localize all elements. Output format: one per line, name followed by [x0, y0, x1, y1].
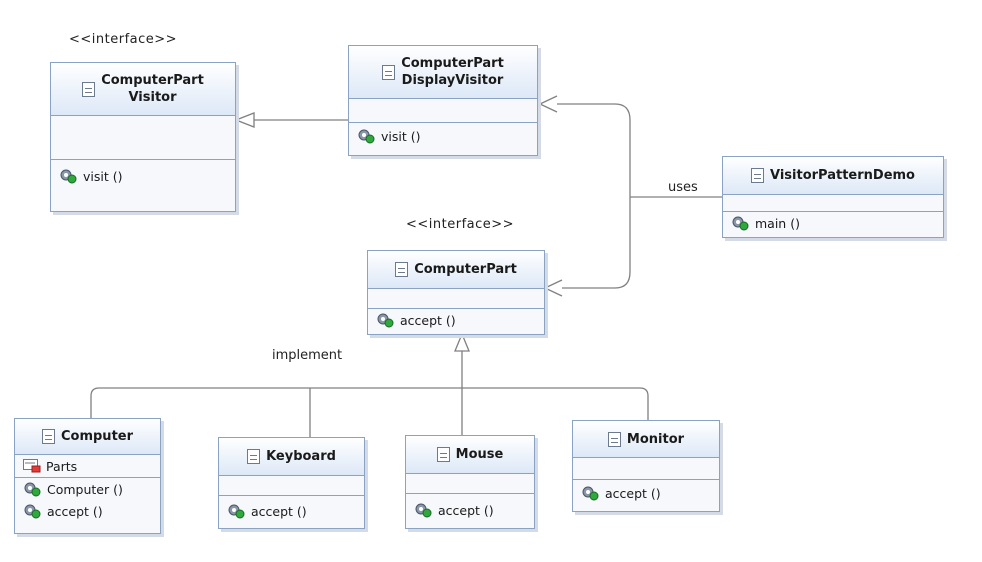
class-header: Keyboard: [219, 438, 364, 476]
class-icon: [82, 81, 96, 97]
attributes-section: [219, 476, 364, 496]
class-icon: [41, 429, 55, 444]
methods-section: accept (): [406, 494, 534, 523]
uses-arrowhead-display-visitor: [538, 95, 558, 113]
attributes-section: [349, 99, 537, 123]
class-header: ComputerPart: [368, 251, 544, 289]
method-row: Computer (): [23, 478, 152, 500]
method-label: main (): [755, 215, 800, 231]
attributes-section: Parts: [15, 455, 160, 478]
method-row: accept (): [414, 499, 526, 521]
class-name: Monitor: [626, 431, 685, 447]
method-gear-icon: [731, 215, 750, 232]
field-icon: [23, 459, 41, 473]
class-icon: [436, 447, 450, 462]
attributes-section: [406, 474, 534, 494]
attribute-label: Parts: [46, 458, 78, 474]
class-header: Computer: [15, 419, 160, 455]
class-computer-part-display-visitor[interactable]: ComputerPart DisplayVisitor visit (): [348, 45, 538, 156]
class-header: VisitorPatternDemo: [723, 157, 943, 195]
method-row: accept (): [376, 309, 536, 331]
class-name: VisitorPatternDemo: [770, 168, 915, 183]
class-header: Monitor: [573, 421, 719, 458]
class-icon: [247, 449, 261, 464]
class-computer[interactable]: Computer Parts Computer () accept (): [14, 418, 161, 534]
class-name: ComputerPart DisplayVisitor: [401, 56, 504, 88]
computer-part-stereotype: <<interface>>: [406, 217, 515, 232]
method-gear-icon: [581, 485, 600, 502]
methods-section: Computer () accept (): [15, 478, 160, 524]
method-gear-icon: [357, 128, 376, 145]
uses-line-lower: [562, 120, 631, 289]
method-row: main (): [731, 212, 935, 234]
attribute-row: Parts: [23, 455, 152, 477]
uses-arrowhead-computer-part: [543, 279, 563, 297]
method-row: accept (): [23, 500, 152, 522]
implement-arrowhead: [454, 332, 470, 352]
methods-section: visit (): [349, 123, 537, 149]
method-label: visit (): [83, 168, 123, 184]
method-row: visit (): [357, 125, 529, 147]
class-header: ComputerPart Visitor: [51, 63, 235, 116]
attributes-section: [573, 458, 719, 480]
realization-arrowhead-visitor: [234, 112, 255, 128]
class-name: Computer: [60, 429, 134, 444]
implement-branch-line: [90, 387, 649, 420]
class-computer-part-visitor[interactable]: ComputerPart Visitor visit (): [50, 62, 236, 212]
method-gear-icon: [23, 503, 42, 520]
visitor-stereotype: <<interface>>: [69, 32, 178, 47]
method-row: accept (): [581, 482, 711, 504]
class-name: Mouse: [455, 447, 504, 462]
methods-section: accept (): [573, 480, 719, 506]
attributes-section: [51, 116, 235, 160]
implement-label: implement: [272, 348, 343, 363]
method-label: accept (): [251, 503, 307, 519]
method-label: visit (): [381, 128, 421, 144]
class-icon: [382, 64, 396, 80]
class-keyboard[interactable]: Keyboard accept (): [218, 437, 365, 529]
methods-section: main (): [723, 212, 943, 236]
method-gear-icon: [227, 503, 246, 520]
method-row: visit (): [59, 165, 227, 187]
method-gear-icon: [59, 168, 78, 185]
method-row: accept (): [227, 500, 356, 522]
class-monitor[interactable]: Monitor accept (): [572, 420, 720, 512]
class-visitor-pattern-demo[interactable]: VisitorPatternDemo main (): [722, 156, 944, 238]
class-computer-part[interactable]: ComputerPart accept (): [367, 250, 545, 335]
method-label: accept (): [47, 503, 103, 519]
method-gear-icon: [23, 481, 42, 498]
method-label: accept (): [605, 485, 661, 501]
methods-section: accept (): [368, 309, 544, 333]
method-gear-icon: [414, 502, 433, 519]
class-header: ComputerPart DisplayVisitor: [349, 46, 537, 99]
class-name: Keyboard: [266, 449, 336, 464]
class-mouse[interactable]: Mouse accept (): [405, 435, 535, 529]
uses-line-upper: [557, 103, 631, 121]
methods-section: visit (): [51, 160, 235, 189]
attributes-section: [723, 195, 943, 212]
method-gear-icon: [376, 312, 395, 329]
method-label: accept (): [400, 312, 456, 328]
class-icon: [607, 431, 621, 447]
uses-label: uses: [668, 180, 698, 195]
attributes-section: [368, 289, 544, 309]
method-label: accept (): [438, 502, 494, 518]
class-icon: [395, 262, 409, 277]
class-name: ComputerPart Visitor: [101, 73, 204, 105]
method-label: Computer (): [47, 481, 123, 497]
methods-section: accept (): [219, 496, 364, 524]
class-header: Mouse: [406, 436, 534, 474]
class-icon: [751, 168, 764, 183]
class-name: ComputerPart: [414, 262, 517, 277]
